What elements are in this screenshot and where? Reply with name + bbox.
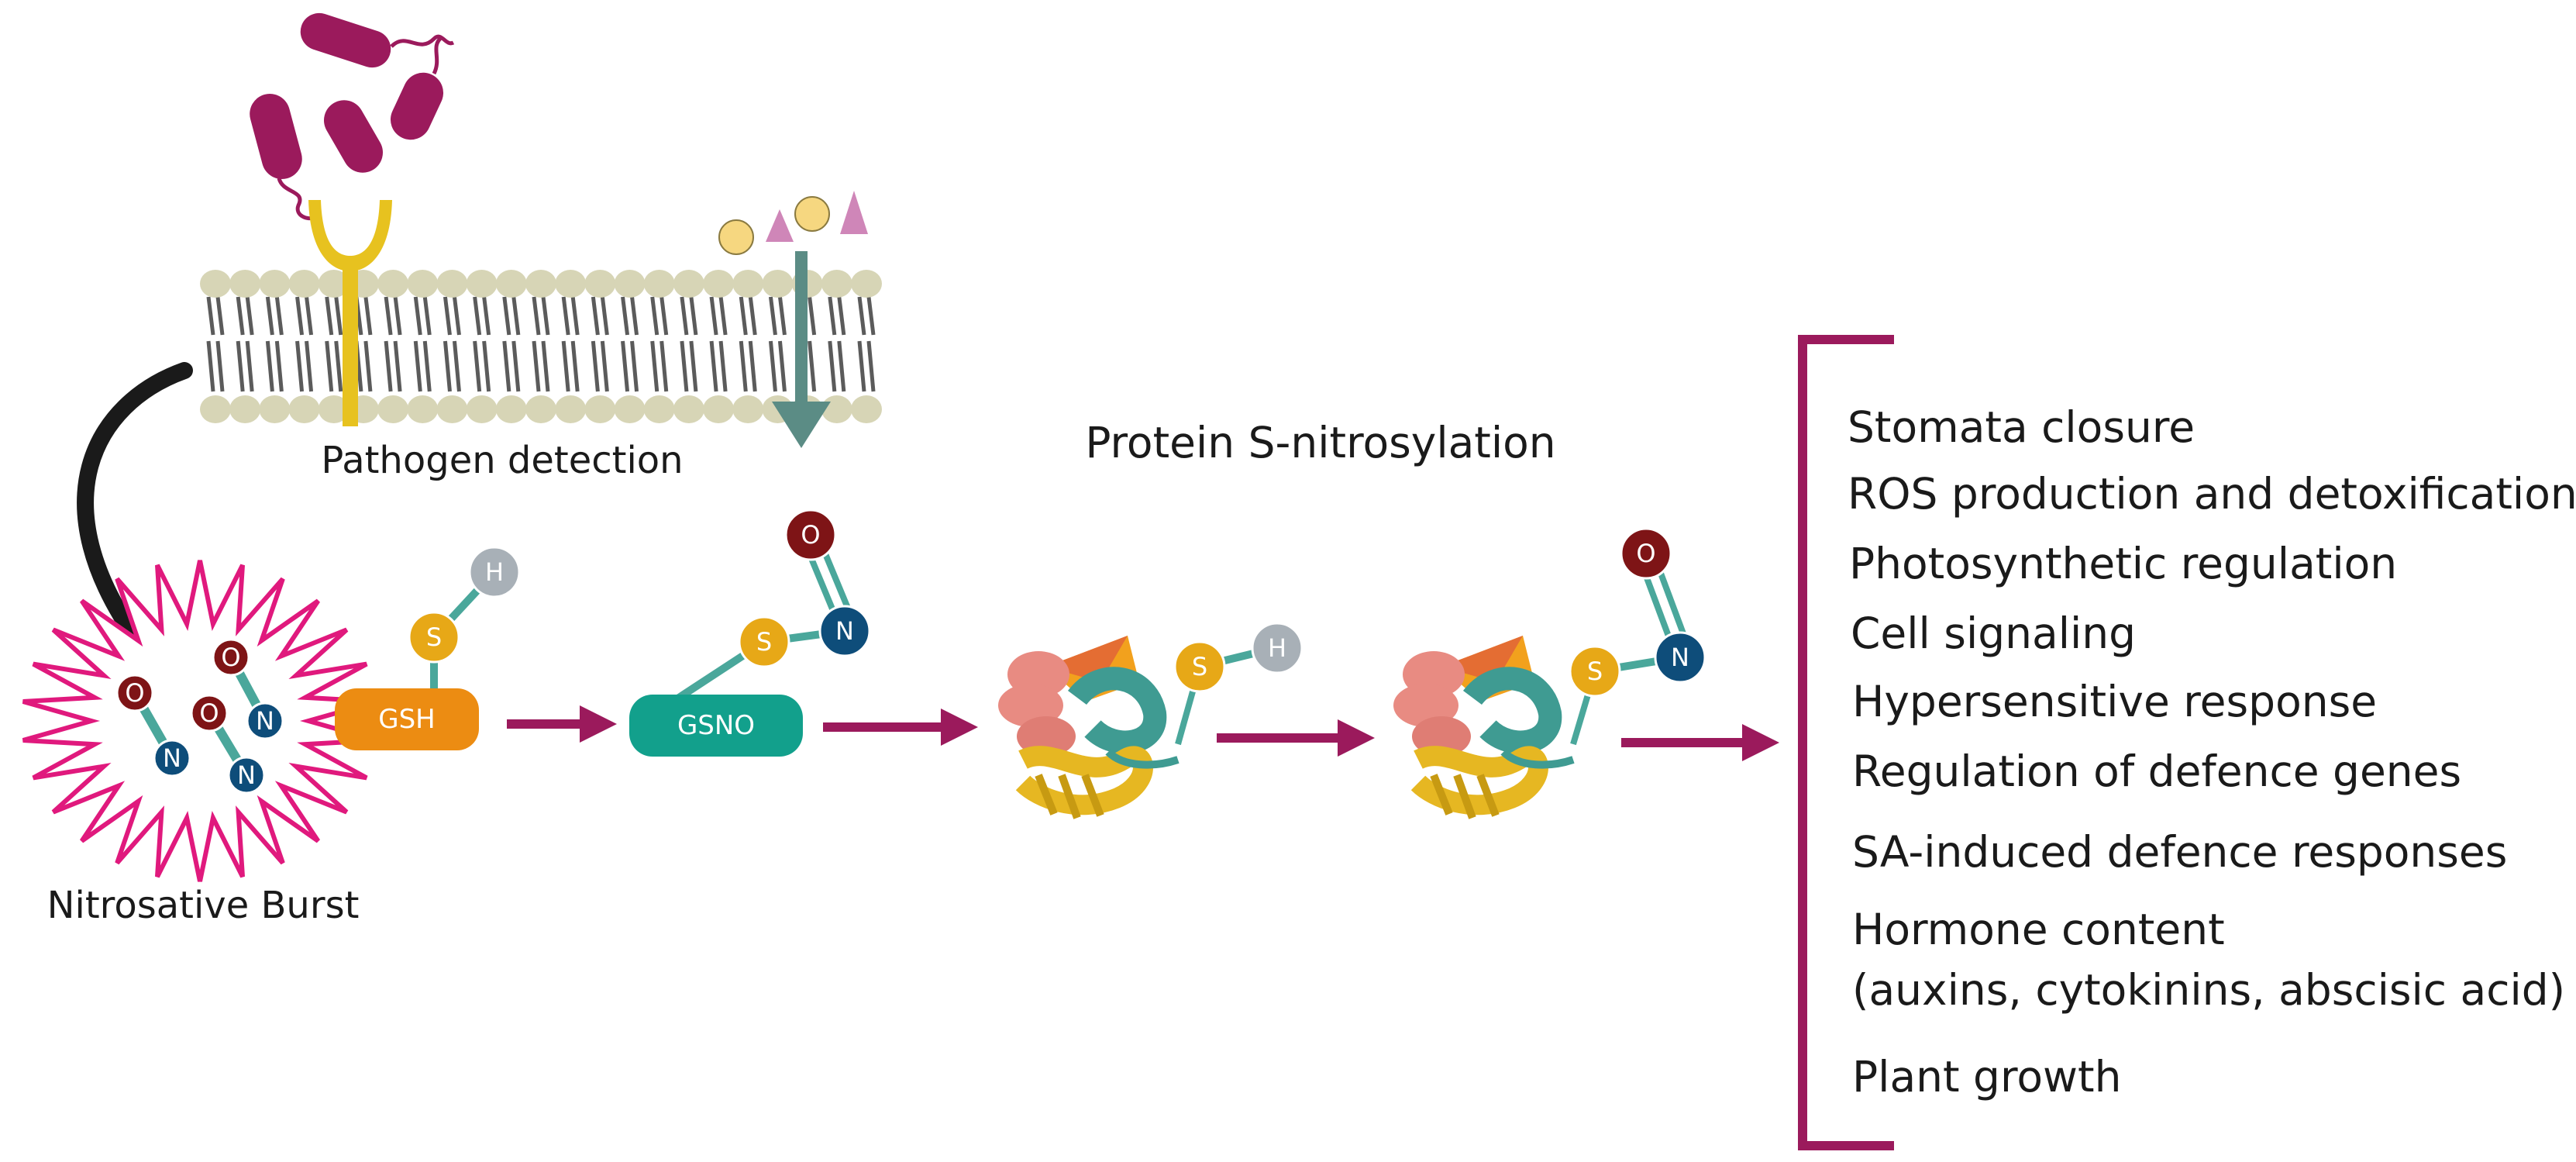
- svg-text:N: N: [163, 743, 181, 773]
- oxygen-atom: O: [1620, 527, 1672, 580]
- svg-text:N: N: [237, 760, 256, 790]
- protein-icon: [998, 636, 1180, 819]
- outcome-item: Photosynthetic regulation: [1849, 539, 2397, 588]
- gsno-molecule: GSNO O N S: [629, 509, 871, 757]
- outcome-item: Regulation of defence genes: [1852, 747, 2461, 796]
- svg-text:O: O: [801, 520, 820, 550]
- burst-no-molecules: O N O N O N: [115, 638, 284, 795]
- svg-text:N: N: [256, 706, 274, 736]
- nitrogen-atom: N: [818, 605, 871, 657]
- outcomes-list: Stomata closure ROS production and detox…: [1848, 402, 2576, 1102]
- ligand-molecules-icon: [718, 191, 868, 255]
- cell-membrane: [200, 270, 882, 423]
- nitrosothiol-group: O N S: [1569, 527, 1706, 746]
- outcome-item: Hypersensitive response: [1852, 677, 2377, 726]
- hydrogen-atom: H: [1251, 622, 1303, 674]
- outcome-item: Stomata closure: [1848, 402, 2195, 452]
- svg-text:H: H: [485, 557, 504, 587]
- svg-text:O: O: [221, 643, 240, 672]
- gsh-label: GSH: [378, 704, 436, 735]
- oxygen-atom: O: [784, 509, 837, 561]
- nitrogen-atom: N: [1654, 631, 1706, 684]
- outcome-item: SA-induced defence responses: [1852, 827, 2507, 877]
- sulfur-atom: S: [1173, 640, 1226, 693]
- nitrogen-atom: N: [153, 739, 191, 778]
- svg-text:S: S: [756, 627, 772, 657]
- hydrogen-atom: H: [468, 546, 521, 598]
- outcome-item: Hormone content: [1852, 905, 2225, 954]
- oxygen-atom: O: [190, 694, 229, 733]
- svg-text:S: S: [426, 622, 442, 652]
- svg-text:S: S: [1587, 657, 1603, 686]
- svg-text:O: O: [1636, 539, 1655, 568]
- outcome-item: Plant growth: [1852, 1052, 2121, 1102]
- svg-text:S: S: [1192, 652, 1207, 681]
- svg-text:N: N: [1671, 643, 1689, 672]
- outcomes-bracket: [1798, 335, 1894, 1150]
- protein-icon: [1393, 636, 1575, 819]
- outcome-item: (auxins, cytokinins, abscisic acid): [1852, 965, 2565, 1015]
- gsno-label: GSNO: [677, 710, 755, 741]
- receptor-icon: [308, 200, 392, 426]
- protein-s-nitrosylation-label: Protein S-nitrosylation: [1085, 418, 1555, 467]
- channel-arrow-icon: [772, 251, 831, 448]
- gsh-molecule: GSH S H: [335, 546, 521, 750]
- sulfur-atom: S: [1569, 645, 1621, 698]
- sulfur-atom: S: [738, 615, 790, 668]
- svg-text:H: H: [1268, 633, 1286, 663]
- thiol-group: S H: [1173, 622, 1303, 746]
- pathogen-bacteria-icon: [250, 12, 455, 221]
- svg-text:N: N: [835, 616, 854, 646]
- signal-curve-arrow: [77, 362, 193, 652]
- nitrosative-burst-label: Nitrosative Burst: [47, 884, 360, 927]
- oxygen-atom: O: [115, 674, 154, 712]
- nitrogen-atom: N: [246, 702, 284, 740]
- sulfur-atom: S: [408, 611, 460, 664]
- svg-text:O: O: [125, 678, 144, 708]
- oxygen-atom: O: [212, 638, 250, 677]
- pathogen-detection-label: Pathogen detection: [321, 439, 683, 482]
- outcome-item: ROS production and detoxification: [1848, 469, 2576, 519]
- svg-text:O: O: [199, 698, 219, 728]
- outcome-item: Cell signaling: [1851, 609, 2136, 658]
- nitrogen-atom: N: [227, 756, 266, 795]
